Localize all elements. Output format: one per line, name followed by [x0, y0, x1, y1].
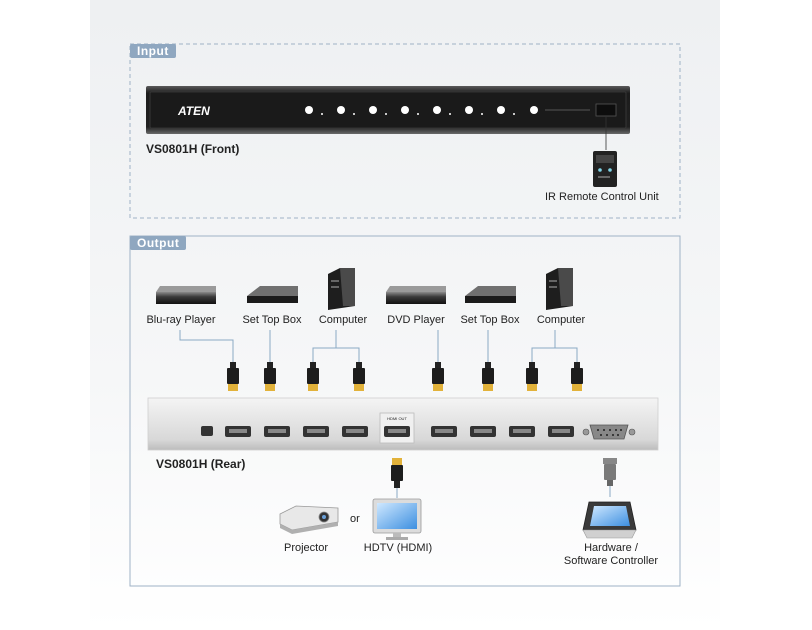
hdtv-label: HDTV (HDMI) — [363, 542, 433, 554]
projector-icon — [279, 505, 339, 534]
rear-device-label: VS0801H (Rear) — [156, 457, 246, 471]
input-frame — [129, 43, 681, 219]
output-section-tag: Output — [130, 236, 187, 250]
aten-logo: ATEN — [177, 104, 210, 118]
source-label-set-top-box-2: Set Top Box — [460, 314, 520, 326]
controller-label-line-2: Software Controller — [563, 555, 659, 567]
ir-receiver — [595, 103, 617, 117]
source-label-blu-ray: Blu-ray Player — [146, 314, 216, 326]
ir-remote-label: IR Remote Control Unit — [545, 191, 659, 203]
serial-connector — [603, 458, 617, 486]
source-cables — [179, 330, 578, 362]
controller-label-line-1: Hardware / — [584, 542, 638, 554]
computer-2-icon — [546, 268, 573, 310]
vs0801h-rear-panel: HDMI OUT — [147, 397, 659, 451]
dvd-player-icon — [386, 286, 446, 304]
set-top-box-2-icon — [465, 286, 516, 303]
blu-ray-player-icon — [156, 286, 216, 304]
rs232-port — [582, 424, 636, 440]
hdmi-connectors — [227, 362, 583, 391]
hdmi-port-inner — [229, 429, 570, 433]
source-label-dvd-player: DVD Player — [387, 314, 445, 326]
input-section-tag: Input — [130, 44, 176, 58]
hdtv-icon — [372, 498, 422, 540]
ir-remote-icon — [593, 151, 617, 187]
power-jack — [201, 426, 213, 436]
output-frame — [129, 235, 681, 587]
hdmi-out-connector — [391, 458, 403, 488]
front-device-label: VS0801H (Front) — [146, 142, 240, 156]
source-label-computer-1: Computer — [318, 314, 368, 326]
set-top-box-icon — [247, 286, 298, 303]
front-buttons — [305, 106, 538, 115]
source-label-set-top-box-1: Set Top Box — [242, 314, 302, 326]
vs0801h-front-panel: ATEN — [146, 86, 630, 134]
or-label: or — [350, 513, 360, 525]
hardware-software-controller-icon — [582, 501, 637, 539]
computer-icon — [328, 268, 355, 310]
hdmi-out-label: HDMI OUT — [387, 416, 407, 421]
source-label-computer-2: Computer — [536, 314, 586, 326]
projector-label: Projector — [283, 542, 329, 554]
